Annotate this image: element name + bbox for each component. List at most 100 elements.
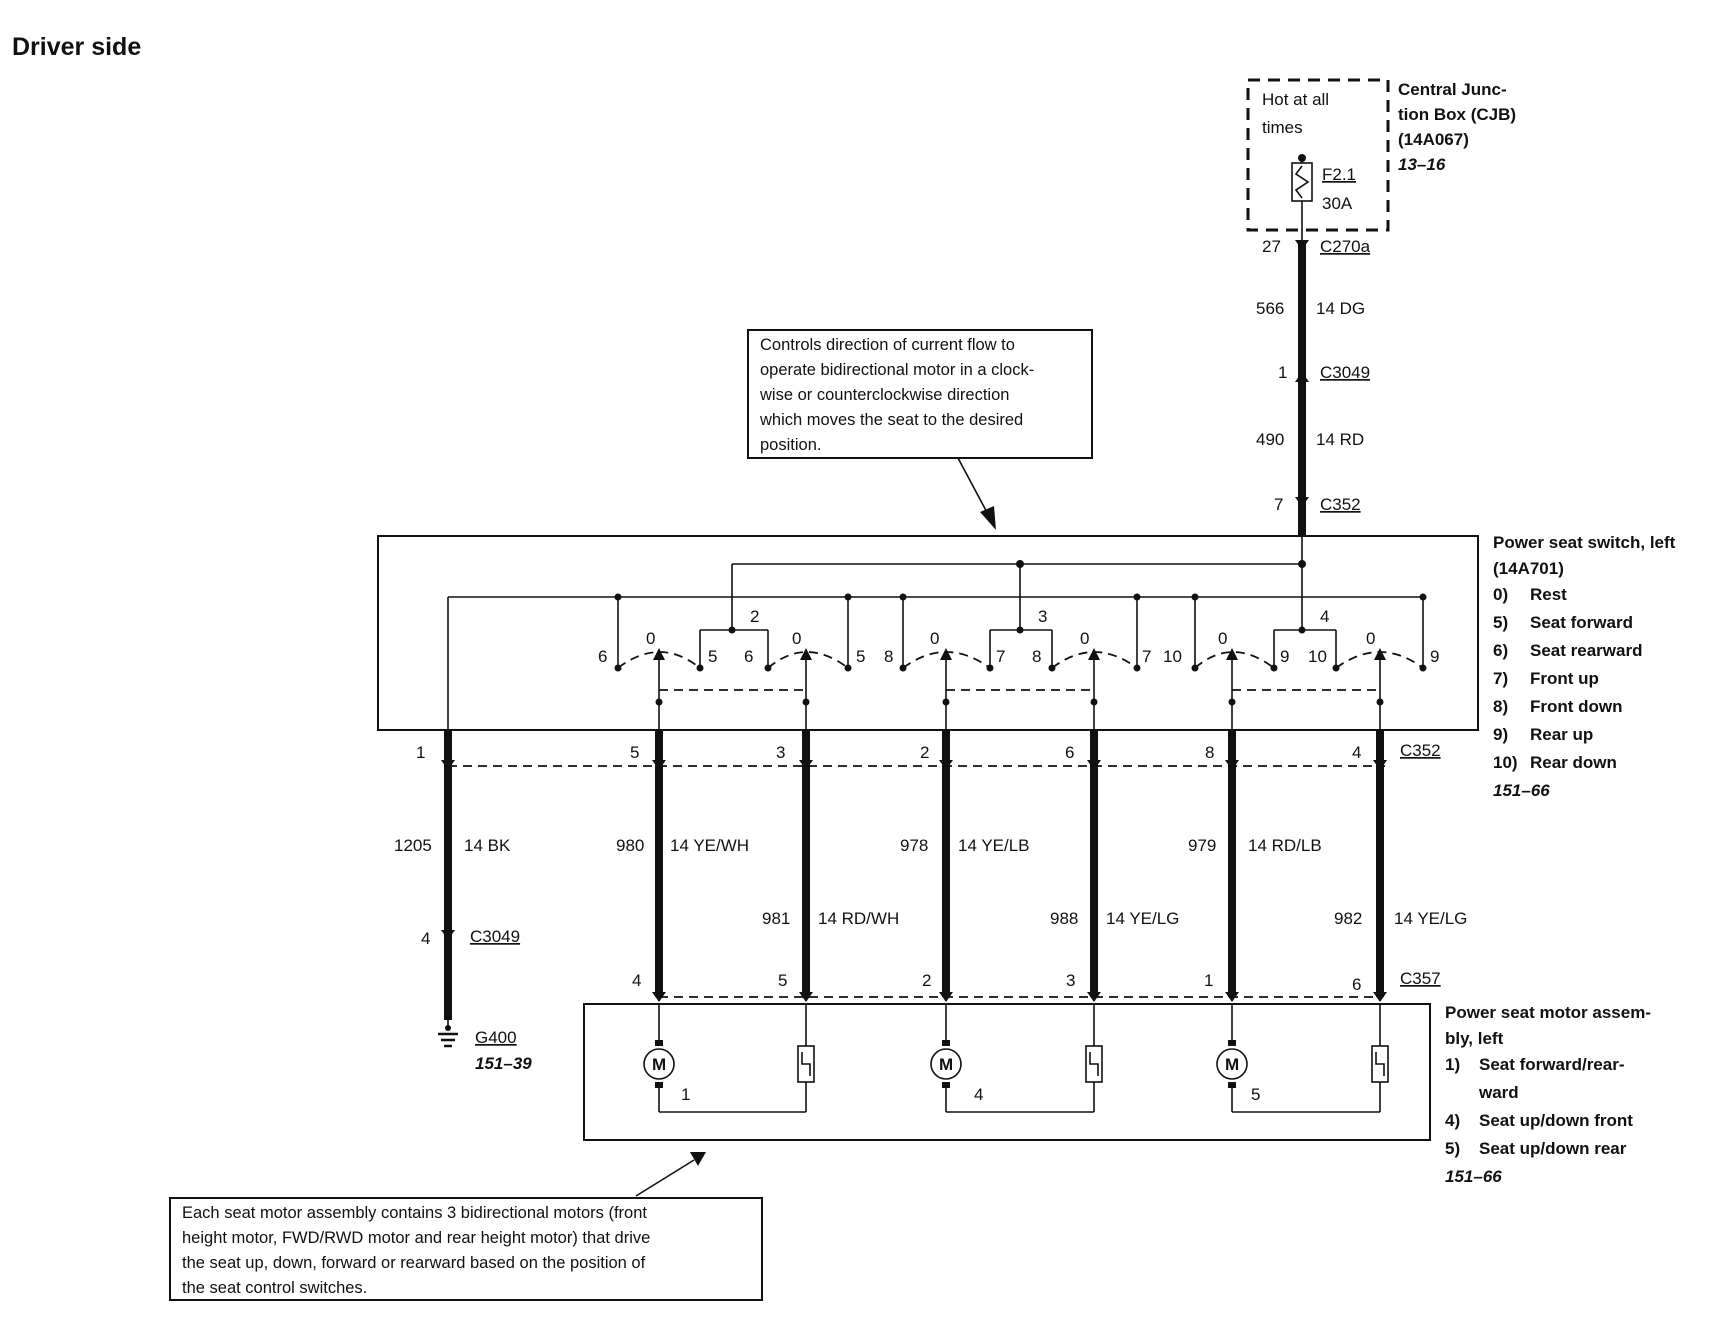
c352-pin-1: 1 <box>416 743 425 762</box>
cjb-name-2: tion Box (CJB) <box>1398 105 1516 124</box>
cjb-hot-label-1: Hot at all <box>1262 90 1329 109</box>
switch-group-3-label: 4 <box>1320 607 1329 626</box>
ground-ref: 151–39 <box>475 1054 532 1073</box>
motor-icon <box>1216 1048 1248 1080</box>
c357-connector: 4 5 2 3 1 6 C357 <box>632 969 1441 1002</box>
page-title: Driver side <box>12 33 141 61</box>
switch-legend-num-5: 9) <box>1493 725 1508 744</box>
power-seat-motor-assembly: M 1 M 4 <box>583 1003 1651 1186</box>
motor-note-line-3: the seat up, down, forward or rearward b… <box>182 1254 646 1272</box>
switch-legend-text-6: Rear down <box>1530 753 1617 772</box>
ground-name: G400 <box>475 1028 517 1047</box>
wire-981-circuit: 981 <box>762 909 790 928</box>
motor-4-id: 4 <box>974 1085 983 1104</box>
c352-pin-7: 4 <box>1352 743 1361 762</box>
sw3-right-pos-a: 10 <box>1308 647 1327 666</box>
switch-note-line-3: wise or counterclockwise direction <box>759 386 1009 404</box>
sw2-left-pos-b: 0 <box>930 629 939 648</box>
sw3-right-pos-b: 0 <box>1366 629 1375 648</box>
switch-wipers <box>614 648 1427 730</box>
c352-feed-label: C352 <box>1320 495 1361 514</box>
c357-pin-4: 3 <box>1066 971 1075 990</box>
c357-pin-2: 5 <box>778 971 787 990</box>
motor-name-1: Power seat motor assem- <box>1445 1003 1651 1022</box>
wire-978-circuit: 978 <box>900 836 928 855</box>
switch-ref: 151–66 <box>1493 781 1550 800</box>
sw1-right-pos-b: 0 <box>792 629 801 648</box>
feed-wire1-spec: 14 DG <box>1316 299 1365 318</box>
wire-1205-spec: 14 BK <box>464 836 511 855</box>
wire-1205-circuit: 1205 <box>394 836 432 855</box>
wire-981-spec: 14 RD/WH <box>818 909 899 928</box>
motor-1: M 1 <box>643 1004 815 1113</box>
switch-note-line-4: which moves the seat to the desired <box>759 411 1023 429</box>
c270a-connector-icon <box>1295 240 1309 250</box>
wire-982-spec: 14 YE/LG <box>1394 909 1467 928</box>
sw1-left-pos-a: 6 <box>598 647 607 666</box>
motor-legend-text-2: Seat up/down front <box>1479 1111 1633 1130</box>
sw3-left-pos-a: 10 <box>1163 647 1182 666</box>
c352-pin-6: 8 <box>1205 743 1214 762</box>
wire-979-spec: 14 RD/LB <box>1248 836 1322 855</box>
c3049-label: C3049 <box>1320 363 1370 382</box>
motor-5: M 5 <box>1216 1004 1389 1113</box>
cjb-ref: 13–16 <box>1398 155 1446 174</box>
switch-legend-text-5: Rear up <box>1530 725 1593 744</box>
c352-pin-4: 2 <box>920 743 929 762</box>
switch-legend-num-2: 6) <box>1493 641 1508 660</box>
motor-5-id: 5 <box>1251 1085 1260 1104</box>
cjb-name-3: (14A067) <box>1398 130 1469 149</box>
wire-978-spec: 14 YE/LB <box>958 836 1030 855</box>
c352-feed-connector-icon <box>1295 497 1309 507</box>
switch-note-line-1: Controls direction of current flow to <box>760 336 1015 354</box>
switch-legend-text-2: Seat rearward <box>1530 641 1642 660</box>
switch-name-2: (14A701) <box>1493 559 1564 578</box>
c357-pin-6: 6 <box>1352 975 1361 994</box>
sw3-left-pos-c: 9 <box>1280 647 1289 666</box>
wire-988-spec: 14 YE/LG <box>1106 909 1179 928</box>
feed-wire: 27 C270a 566 14 DG 1 C3049 490 14 RD 7 C… <box>1256 237 1371 566</box>
switch-legend-num-3: 7) <box>1493 669 1508 688</box>
wire-980-spec: 14 YE/WH <box>670 836 749 855</box>
switch-legend-num-6: 10) <box>1493 753 1518 772</box>
c357-pin-5: 1 <box>1204 971 1213 990</box>
switch-group-1-label: 2 <box>750 607 759 626</box>
c3049-connector-icon <box>1295 372 1309 382</box>
c270a-pin: 27 <box>1262 237 1281 256</box>
motor-1-id: 1 <box>681 1085 690 1104</box>
c352-feed-pin: 7 <box>1274 495 1283 514</box>
cjb-name-1: Central Junc- <box>1398 80 1507 99</box>
c352-pin-5: 6 <box>1065 743 1074 762</box>
wire-988-circuit: 988 <box>1050 909 1078 928</box>
c357-label: C357 <box>1400 969 1441 988</box>
cjb-hot-label-2: times <box>1262 118 1303 137</box>
switch-group-2-label: 3 <box>1038 607 1047 626</box>
c352-connector: 1 5 3 2 6 8 4 C352 <box>416 741 1441 770</box>
motor-name-2: bly, left <box>1445 1029 1504 1048</box>
switch-legend-text-1: Seat forward <box>1530 613 1633 632</box>
c352-label: C352 <box>1400 741 1441 760</box>
sw1-right-pos-c: 5 <box>856 647 865 666</box>
sw2-right-pos-a: 8 <box>1032 647 1041 666</box>
motor-4: M 4 <box>930 1004 1103 1113</box>
motor-note-line-4: the seat control switches. <box>182 1279 367 1297</box>
motor-ref: 151–66 <box>1445 1167 1502 1186</box>
c357-pin-3: 2 <box>922 971 931 990</box>
motor-legend-num-2: 4) <box>1445 1111 1460 1130</box>
switch-legend-num-1: 5) <box>1493 613 1508 632</box>
c357-pin-1: 4 <box>632 971 641 990</box>
switch-legend-text-0: Rest <box>1530 585 1567 604</box>
power-seat-switch: 2 3 4 <box>377 533 1676 800</box>
motor-1-symbol: M <box>652 1055 666 1074</box>
wire-980-circuit: 980 <box>616 836 644 855</box>
ground-icon <box>438 1032 458 1048</box>
switch-note-line-5: position. <box>760 436 821 454</box>
ground-branch: 4 C3049 G400 151–39 <box>421 927 532 1073</box>
sw3-left-pos-b: 0 <box>1218 629 1227 648</box>
sw2-left-pos-c: 7 <box>996 647 1005 666</box>
c3049-ground-connector-icon <box>441 930 455 940</box>
arrow-icon <box>980 506 996 530</box>
sw2-right-pos-c: 7 <box>1142 647 1151 666</box>
motor-icon <box>930 1048 962 1080</box>
feed-wire2-circuit: 490 <box>1256 430 1284 449</box>
